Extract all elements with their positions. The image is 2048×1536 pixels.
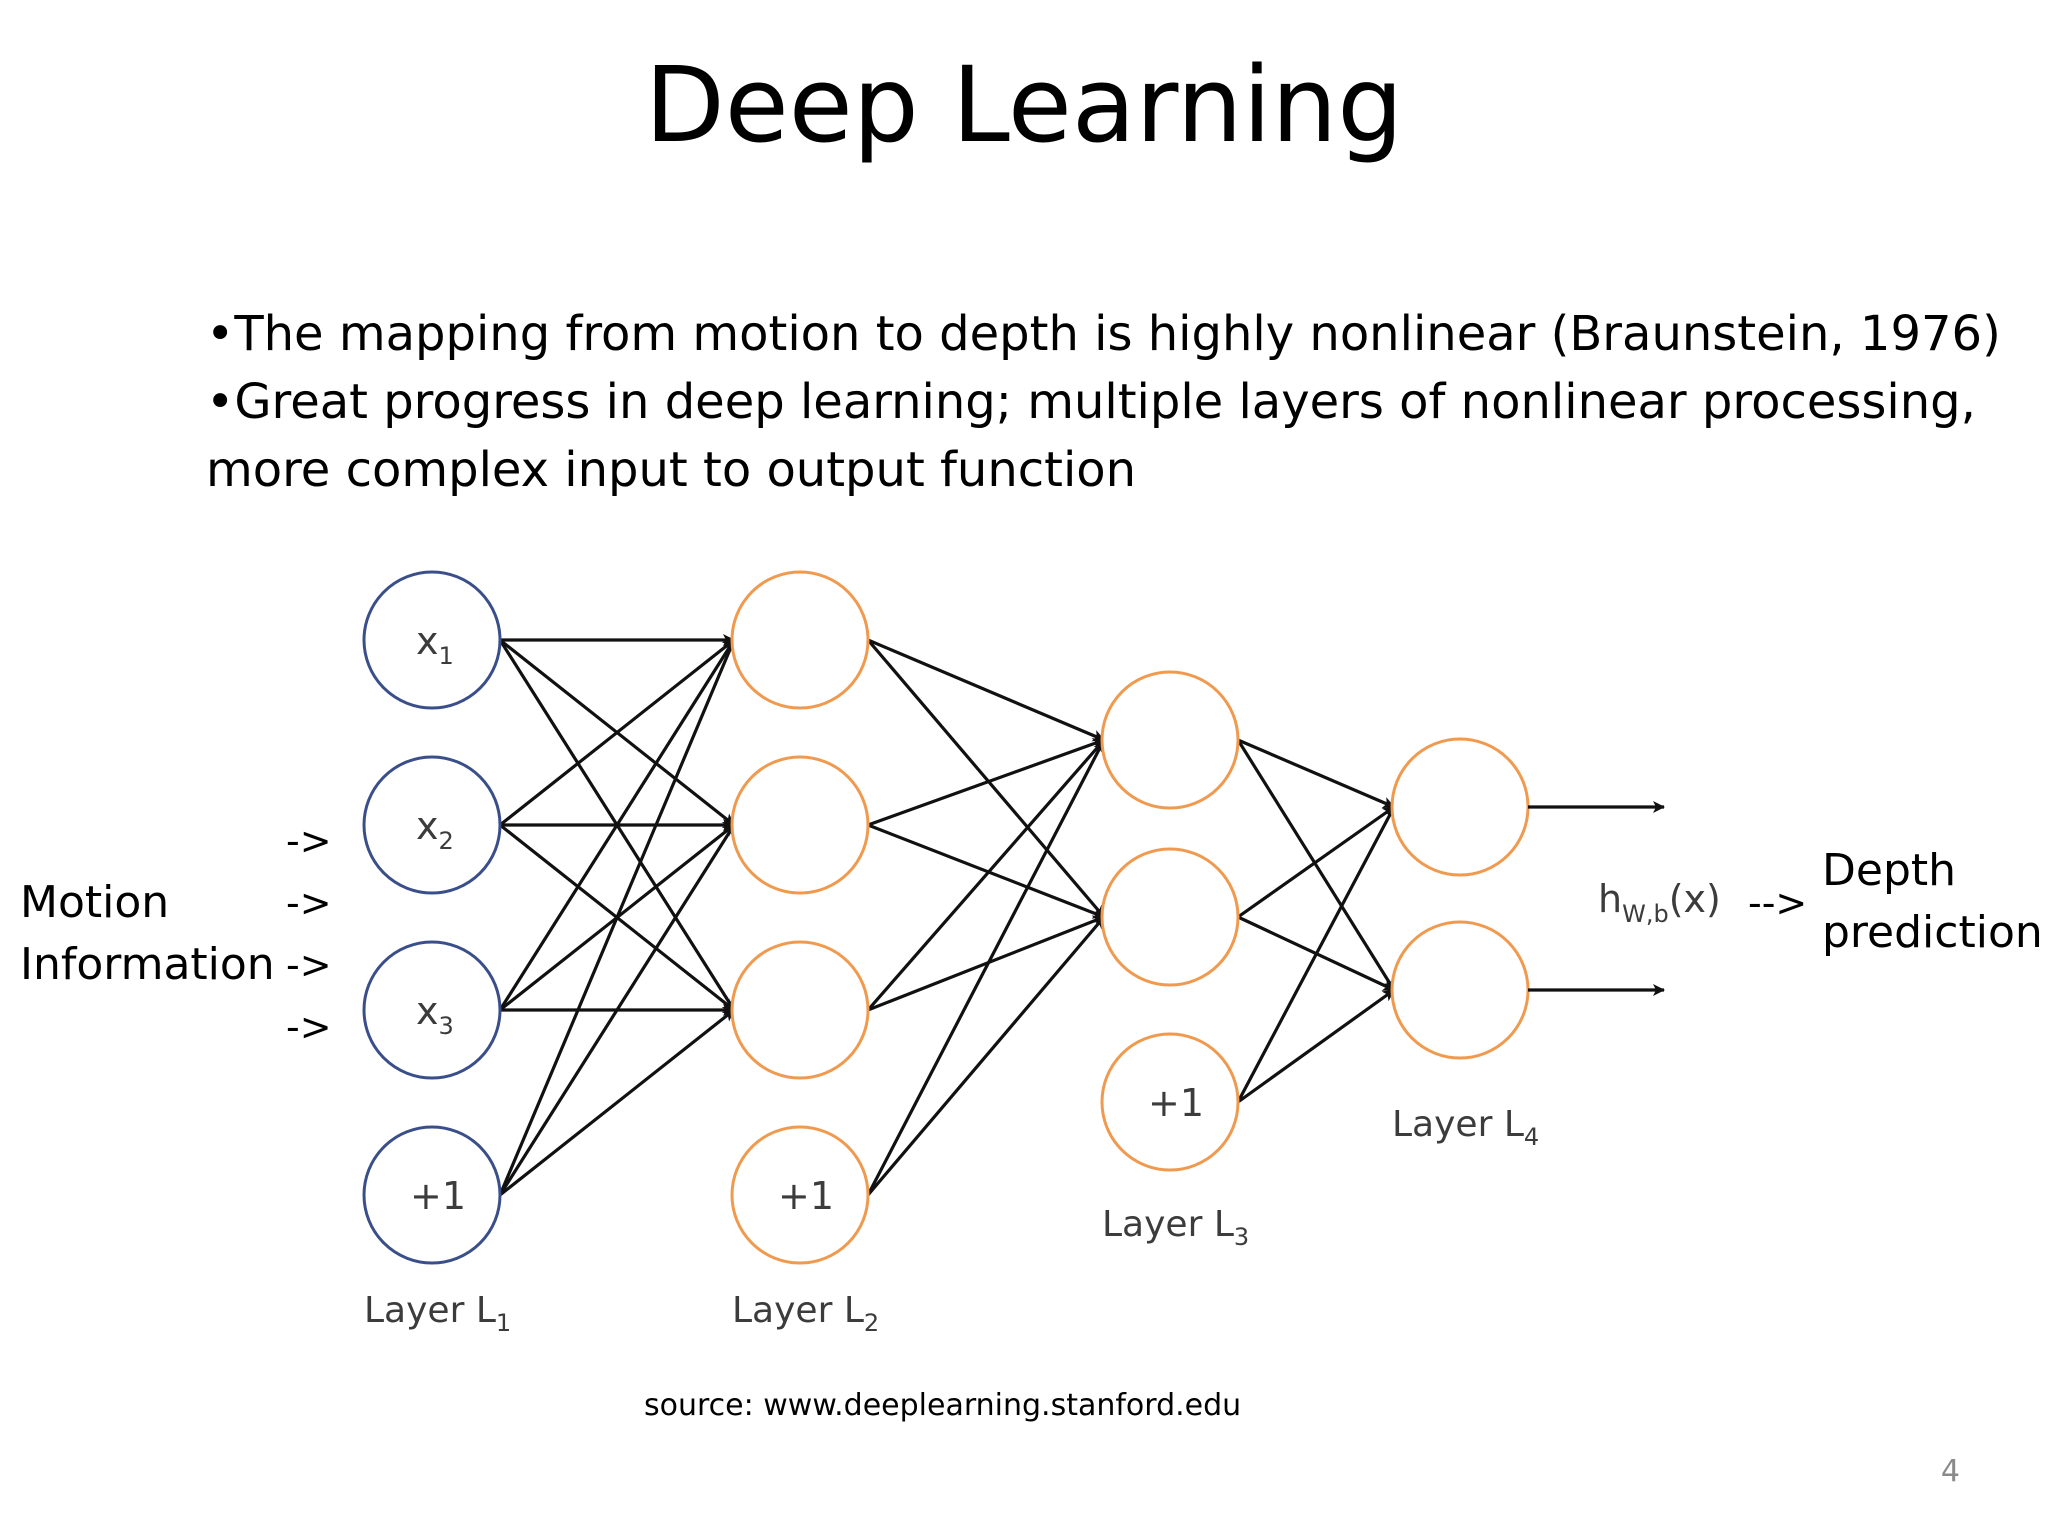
motion-label: Motion: [20, 877, 170, 928]
hidden-node: [1390, 920, 1530, 1060]
bias-label: +1: [410, 1174, 466, 1218]
slide-number: 4: [1940, 1454, 1960, 1489]
hidden-node: [1390, 737, 1530, 877]
layer-label: Layer L2: [732, 1290, 879, 1337]
input-node: [362, 940, 502, 1080]
layer-label: Layer L1: [364, 1290, 511, 1337]
connection-edge: [866, 915, 1106, 1197]
input-arrow: ->: [286, 943, 332, 987]
connection-edge: [498, 824, 736, 1196]
input-arrow: ->: [286, 1005, 332, 1049]
connection-edge: [867, 638, 1105, 742]
connection-edge: [866, 739, 1106, 1196]
information-label: Information: [20, 939, 275, 990]
slide-title: Deep Learning: [644, 44, 1404, 166]
bias-node: [730, 1125, 870, 1265]
input-arrow: ->: [286, 881, 332, 925]
depth-label: Depth: [1822, 845, 1957, 896]
layer-label: Layer L4: [1392, 1104, 1539, 1151]
hidden-node: [730, 570, 870, 710]
hidden-node: [1100, 847, 1240, 987]
output-arrow: -->: [1748, 881, 1808, 925]
connection-edge: [866, 638, 1106, 919]
bias-node: [1100, 1032, 1240, 1172]
output-formula: hW,b(x): [1598, 877, 1721, 928]
bullet-item: more complex input to output function: [206, 442, 1137, 498]
connection-edge: [498, 639, 736, 1011]
bullet-list: •The mapping from motion to depth is hig…: [206, 300, 2006, 504]
bullet-item: •Great progress in deep learning; multip…: [206, 374, 1976, 430]
source-citation: source: www.deeplearning.stanford.edu: [644, 1388, 1242, 1423]
connection-edge: [1236, 806, 1396, 1103]
connection-edge: [1237, 805, 1395, 919]
connection-edge: [867, 738, 1105, 827]
connection-edge: [498, 639, 736, 1196]
connection-edge: [867, 823, 1105, 919]
layer-label: Layer L3: [1102, 1204, 1249, 1251]
connection-edge: [866, 738, 1106, 1012]
bias-label: +1: [778, 1174, 834, 1218]
hidden-node: [730, 940, 870, 1080]
connection-edge: [1237, 738, 1395, 809]
connection-edge: [867, 915, 1105, 1012]
connection-edge: [499, 1008, 735, 1197]
connection-edge: [1236, 739, 1396, 991]
connection-edge: [499, 638, 735, 827]
hidden-node: [730, 755, 870, 895]
network-output: hW,b(x): [1528, 801, 1721, 996]
connection-edge: [1237, 988, 1395, 1104]
prediction-label: prediction: [1822, 907, 2043, 958]
network-edges: [498, 634, 1396, 1197]
layer-labels: Layer L1 Layer L2 Layer L3 Layer L4: [364, 1104, 1539, 1337]
bias-node: [362, 1125, 502, 1265]
input-node: [362, 755, 502, 895]
input-node: [362, 570, 502, 710]
hidden-node: [1100, 670, 1240, 810]
input-arrow: ->: [286, 819, 332, 863]
bullet-item: •The mapping from motion to depth is hig…: [206, 306, 2001, 362]
bias-label: +1: [1148, 1081, 1204, 1125]
